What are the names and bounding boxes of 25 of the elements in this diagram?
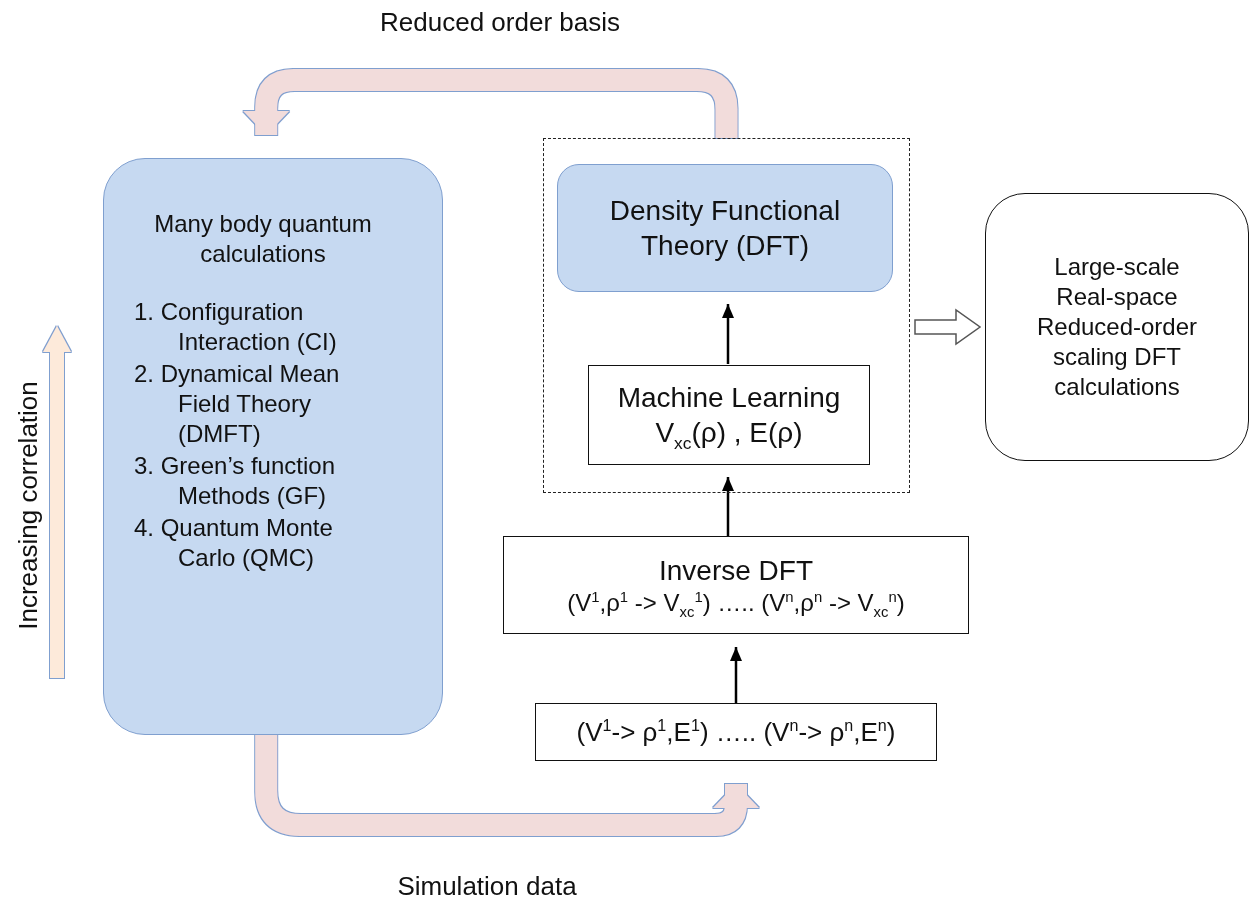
formula-text: (V$^{1}$,ρ$^{1}$ -> V$_{xc}$$^{1}$) ….. (V$^{n}$,ρ$^{n}$ -> V$_{xc}$$^{n}$) (567, 587, 905, 618)
axis-label: Increasing correlation (12, 380, 44, 632)
heading-text: Many body quantum calculations (153, 209, 373, 269)
box-text: Density Functional Theory (DFT) (608, 194, 842, 263)
process-box (103, 158, 443, 735)
box-text: Large-scale Real-space Reduced-order scaling DFT calculations (1036, 252, 1198, 402)
process-box (503, 536, 969, 634)
list-item-text: 2. Dynamical Mean Field Theory (DMFT) (134, 359, 341, 449)
process-box (985, 193, 1249, 461)
dashed-group-box (543, 138, 910, 493)
list-item-text: 4. Quantum Monte Carlo (QMC) (134, 513, 334, 573)
arrow (722, 304, 734, 364)
process-box (588, 365, 870, 465)
formula-text: V$_{xc}$(ρ) , E(ρ) (655, 416, 803, 450)
arrow (730, 647, 742, 703)
list-item-text: 1. Configuration Interaction (CI) (134, 297, 338, 357)
process-box (557, 164, 893, 292)
block-arrow (243, 69, 738, 138)
box-title: Machine Learning (617, 381, 841, 415)
box-title: Inverse DFT (659, 553, 813, 588)
block-arrow (914, 308, 982, 346)
arrow (722, 477, 734, 536)
process-box (535, 703, 937, 761)
formula-text: (V$^{1}$-> ρ$^{1}$,E$^{1}$) ….. (V$^{n}$-> ρ$^{n}$,E$^{n}$) (576, 715, 896, 749)
list-item-text: 3. Green’s function Methods (GF) (134, 451, 336, 511)
